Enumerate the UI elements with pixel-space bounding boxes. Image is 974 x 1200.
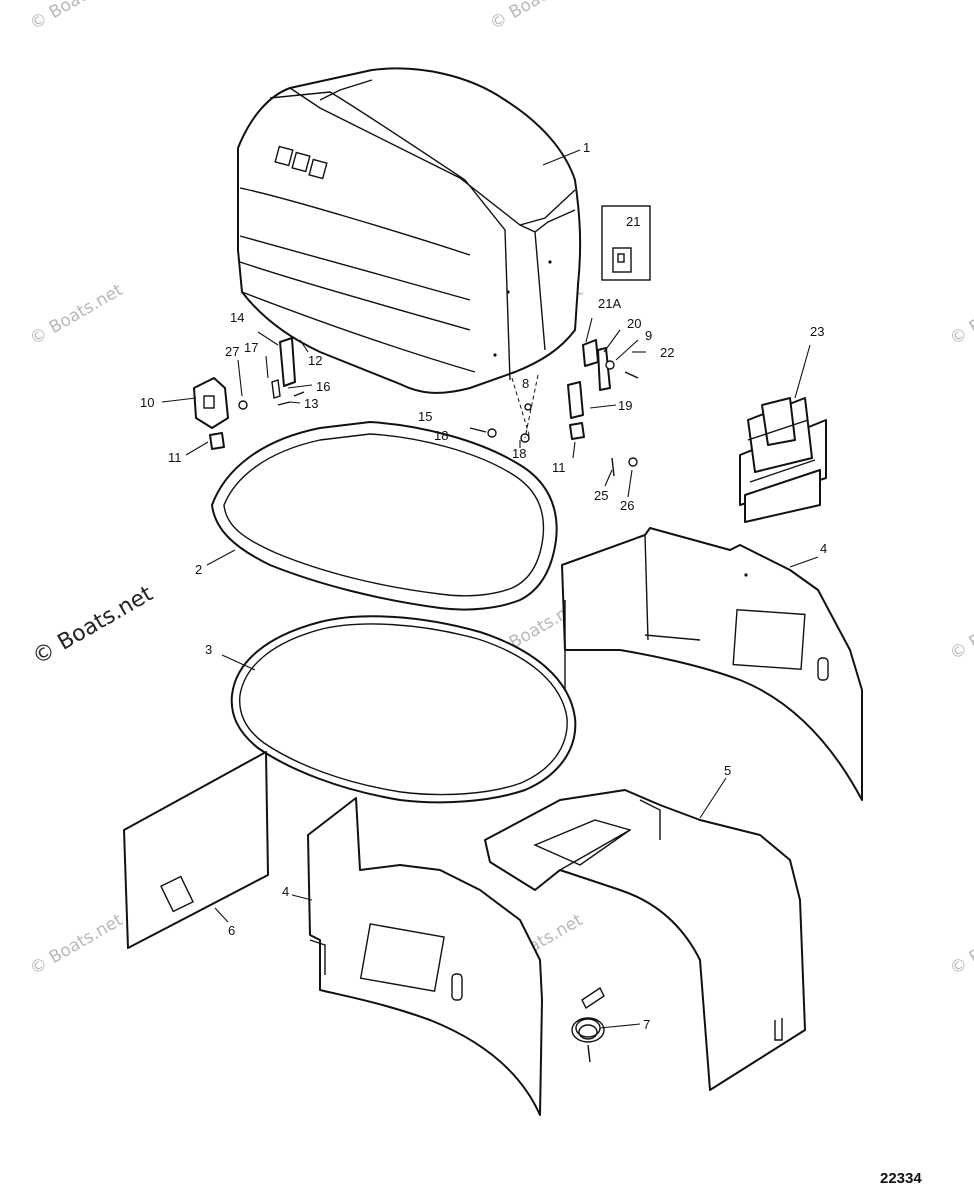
front-panel [123,751,269,949]
callout-26: 26 [620,498,634,513]
watermark: © Boats.net [27,910,127,979]
watermark: © Boats.net [947,595,974,664]
callout-19: 19 [618,398,632,413]
cowl-seal [211,421,558,611]
callout-2: 2 [195,562,202,577]
callout-25: 25 [594,488,608,503]
callout-27: 27 [225,344,239,359]
latch-hardware [193,337,639,477]
callout-4-upper: 4 [820,541,827,556]
callout-17: 17 [244,340,258,355]
watermark: © Boats.net [27,0,127,34]
watermark: © Boats.net [27,280,127,349]
callout-9: 9 [645,328,652,343]
callout-14: 14 [230,310,244,325]
callout-16: 16 [316,379,330,394]
figure-number: 22334 [880,1170,922,1187]
watermark: © Boats.net [947,280,974,349]
callout-18-left: 18 [434,428,448,443]
side-panel-lower [307,797,543,1116]
callout-21: 21 [626,214,640,229]
acoustic-panel [739,397,827,523]
wire-harness [571,986,605,1063]
callout-23: 23 [810,324,824,339]
callout-1: 1 [583,140,590,155]
leader-lines [161,149,819,1029]
callout-labels: 1 21 21A 20 9 22 23 14 17 27 12 16 13 10… [140,140,827,1032]
watermark: © Boats.net [487,0,587,34]
bottom-seal [230,615,577,804]
watermark: © Boats.net [947,910,974,979]
callout-11-left: 11 [168,450,182,465]
callout-11-right: 11 [552,460,566,475]
callout-6: 6 [228,923,235,938]
callout-5: 5 [724,763,731,778]
latch-detail-box [601,205,651,281]
callout-7: 7 [643,1017,650,1032]
callout-18-right: 18 [512,446,526,461]
callout-4-lower: 4 [282,884,289,899]
rear-panel [484,789,806,1091]
callout-12: 12 [308,353,322,368]
callout-10: 10 [140,395,154,410]
side-panel-upper [561,527,863,801]
watermark-large: © Boats.net [29,581,158,670]
top-cowl [237,67,582,394]
callout-22: 22 [660,345,674,360]
callout-15: 15 [418,409,432,424]
callout-3: 3 [205,642,212,657]
callout-21a: 21A [598,296,621,311]
callout-20: 20 [627,316,641,331]
callout-8: 8 [522,376,529,391]
callout-13: 13 [304,396,318,411]
